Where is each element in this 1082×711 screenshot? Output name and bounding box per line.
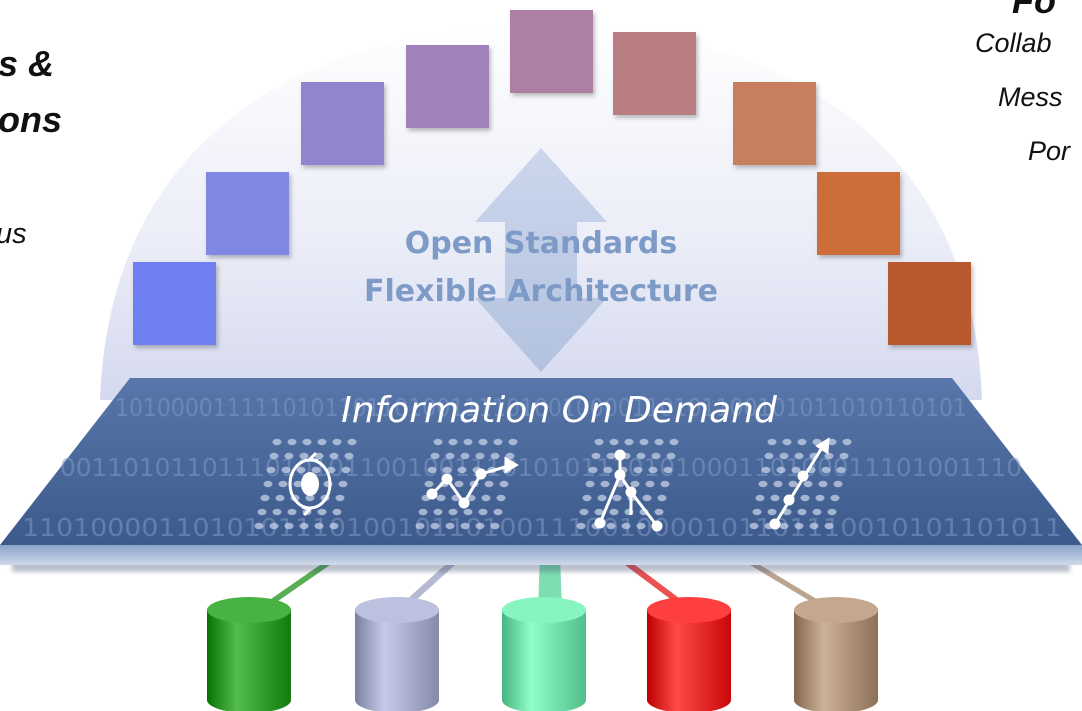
arc-block [206, 172, 289, 255]
dot-grid [576, 438, 679, 530]
right-item-2: Mess [998, 82, 1063, 112]
database-cylinder-icon [794, 597, 878, 711]
right-item-3: Por [1028, 136, 1071, 166]
trend-line-icon [426, 456, 519, 509]
binary-row-2: 0011010110111010101100100111010101110101… [60, 453, 1022, 482]
right-item-1: Collab [975, 28, 1052, 58]
binary-row-3: 1101000011010101110100101101001110010000… [22, 513, 1062, 542]
left-subtext: us [0, 218, 27, 250]
arc-block [817, 172, 900, 255]
cycle-icon [288, 451, 332, 517]
arc-block [733, 82, 816, 165]
dot-grid [749, 438, 852, 530]
binary-pattern: 1010000111110101101101001111010010000110… [22, 393, 1062, 542]
arc-block [888, 262, 971, 345]
database-cylinder-icon [647, 597, 731, 711]
arc-block [613, 32, 696, 115]
database-cylinder-icon [355, 597, 439, 711]
arc-block [301, 82, 384, 165]
database-cylinder-icon [502, 597, 586, 711]
data-sources [207, 597, 878, 711]
arc-block [133, 262, 216, 345]
center-label-line-1: Open Standards [405, 226, 678, 261]
dot-grid [415, 438, 518, 530]
right-heading: Fo [1012, 0, 1056, 21]
center-label-line-2: Flexible Architecture [364, 274, 718, 309]
bidirectional-arrow-icon [475, 148, 607, 372]
left-heading-line-1: s & [0, 43, 55, 84]
database-cylinder-icon [207, 597, 291, 711]
scatter-trend-icon [769, 437, 830, 530]
arc-blocks [133, 10, 971, 345]
information-platform: 1010000111110101101101001111010010000110… [0, 378, 1082, 572]
binary-row-1: 1010000111110101101101001111010010000110… [115, 393, 967, 422]
dot-grids [254, 438, 852, 530]
left-heading-line-2: ons [0, 99, 63, 140]
dot-grid [254, 438, 357, 530]
platform-title: Information On Demand [341, 390, 778, 431]
tree-branch-icon [594, 449, 663, 532]
arc-block [510, 10, 593, 93]
arc-block [406, 45, 489, 128]
